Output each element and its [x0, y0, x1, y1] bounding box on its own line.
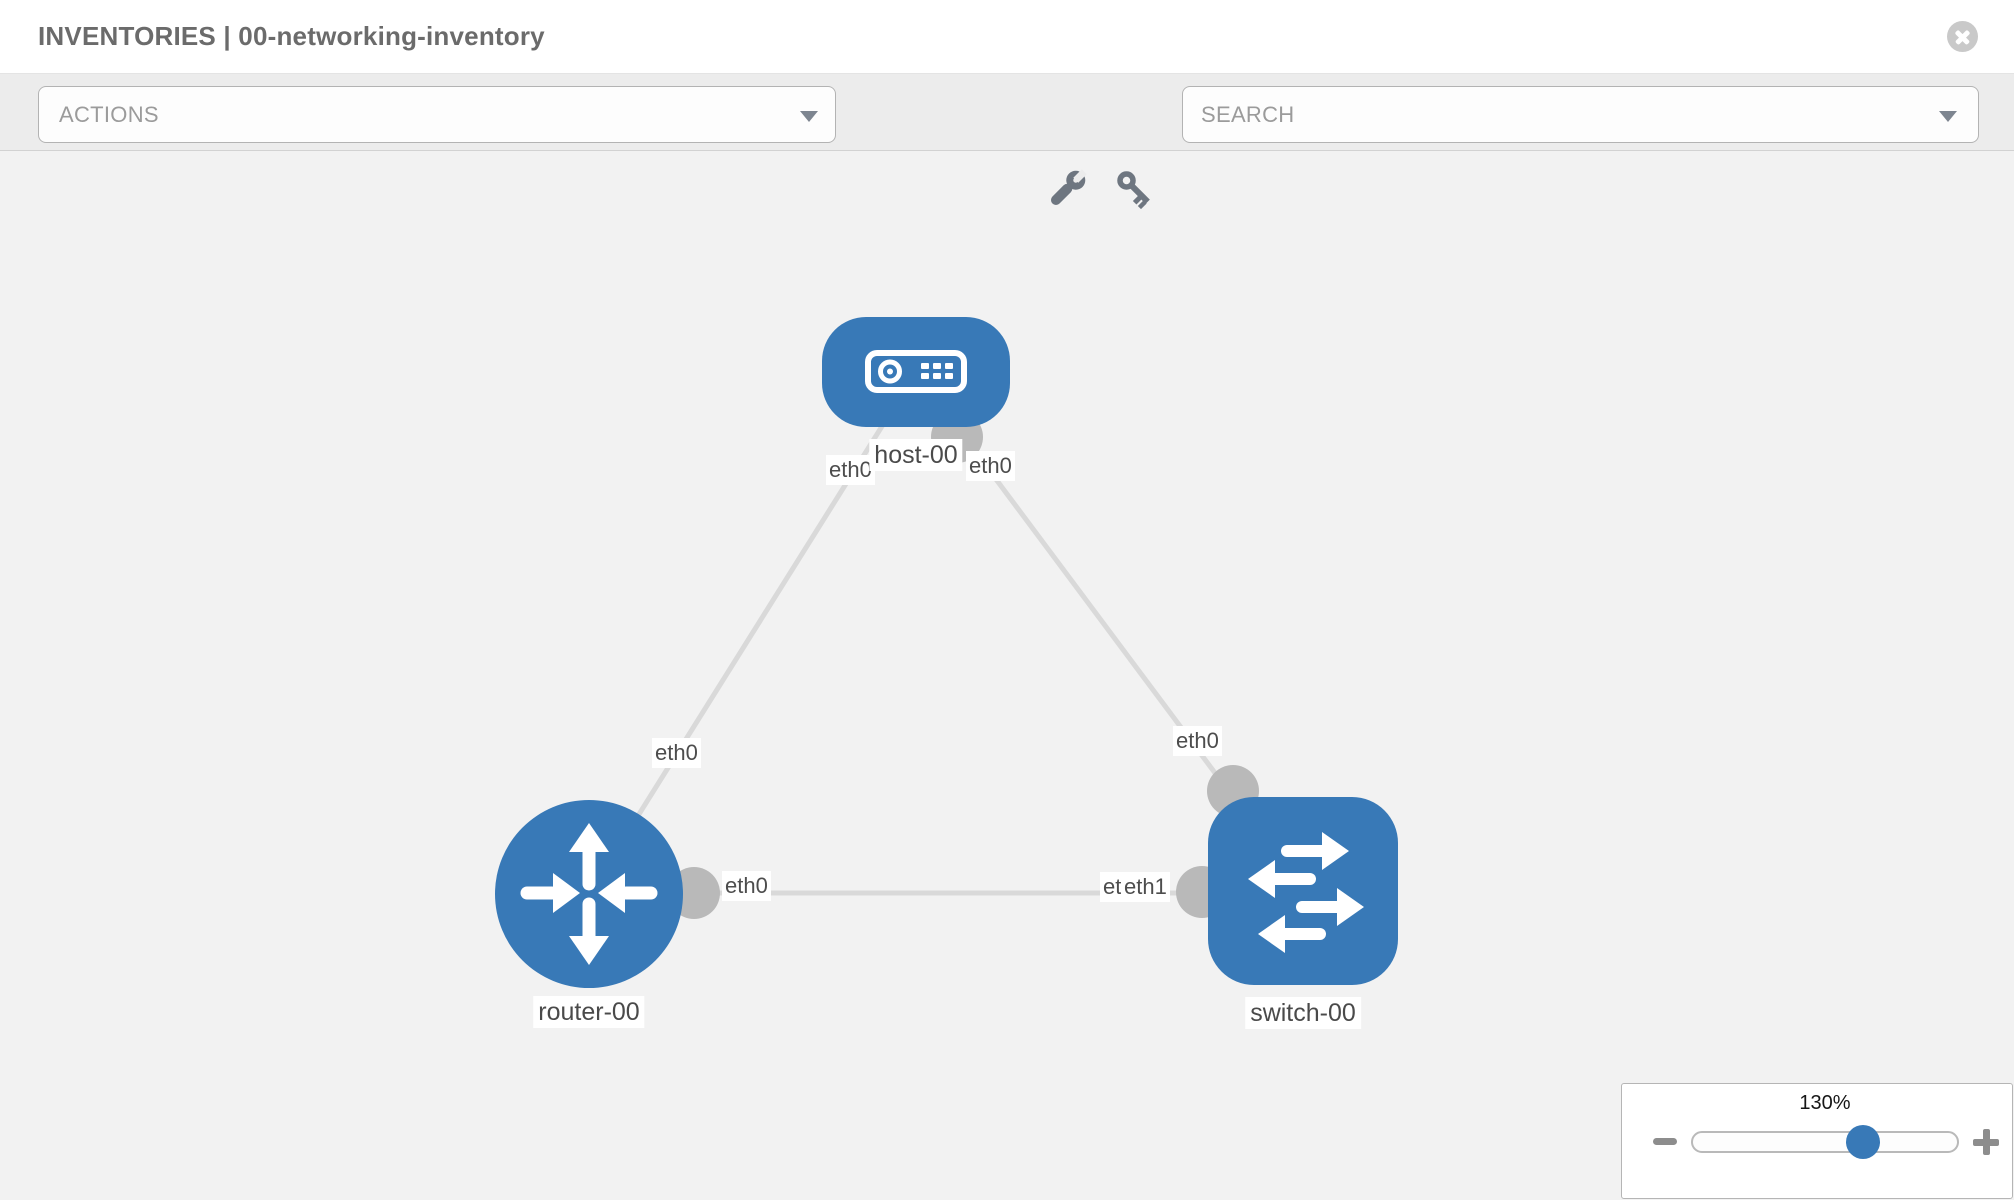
wrench-icon[interactable]	[1044, 162, 1092, 210]
node-label-router: router-00	[533, 996, 645, 1028]
interface-label-eth0-router-end: eth0	[722, 871, 771, 901]
chevron-down-icon	[1939, 111, 1957, 122]
router-icon	[520, 823, 658, 965]
plus-icon-bar	[1982, 1129, 1990, 1155]
node-router-shape[interactable]	[495, 800, 683, 988]
node-switch[interactable]	[1208, 797, 1398, 985]
topology-svg	[495, 317, 1398, 988]
zoom-panel: 130%	[1621, 1083, 2013, 1199]
node-router[interactable]	[495, 800, 683, 988]
switch-icon	[1248, 832, 1364, 953]
zoom-slider-track[interactable]	[1691, 1131, 1959, 1153]
topology-canvas[interactable]: eth0 eth0 eth0 eth0 eth0 eth0 eth1 host-…	[0, 151, 2014, 1200]
actions-dropdown-label: ACTIONS	[59, 102, 159, 127]
key-icon[interactable]	[1112, 162, 1160, 210]
node-label-switch: switch-00	[1245, 997, 1361, 1029]
interface-label-eth0-host-router-link: eth0	[652, 738, 701, 768]
interface-label-eth0-host-left: eth0	[826, 455, 875, 485]
zoom-out-button[interactable]	[1653, 1138, 1677, 1145]
interface-connectors	[668, 411, 1259, 919]
modal-header: INVENTORIES | 00-networking-inventory	[0, 0, 2014, 74]
zoom-in-button[interactable]	[1973, 1129, 1999, 1155]
node-host[interactable]	[822, 317, 1010, 427]
interface-label-eth1-switch-end: eth1	[1121, 872, 1170, 902]
actions-dropdown[interactable]: ACTIONS	[38, 86, 836, 143]
zoom-slider-thumb[interactable]	[1846, 1125, 1880, 1159]
toolbar: ACTIONS SEARCH	[0, 74, 2014, 210]
close-icon[interactable]	[1947, 21, 1978, 52]
search-dropdown-label: SEARCH	[1201, 102, 1295, 127]
search-dropdown[interactable]: SEARCH	[1182, 86, 1979, 143]
host-icon	[865, 350, 967, 393]
page-title: INVENTORIES | 00-networking-inventory	[38, 21, 545, 51]
interface-label-eth0-host-switch-link: eth0	[1173, 726, 1222, 756]
node-label-host: host-00	[869, 439, 963, 471]
zoom-level-value: 130%	[1799, 1092, 1851, 1114]
chevron-down-icon	[800, 111, 818, 122]
node-switch-shape[interactable]	[1208, 797, 1398, 985]
node-host-shape[interactable]	[822, 317, 1010, 427]
interface-label-eth0-host-right: eth0	[966, 451, 1015, 481]
